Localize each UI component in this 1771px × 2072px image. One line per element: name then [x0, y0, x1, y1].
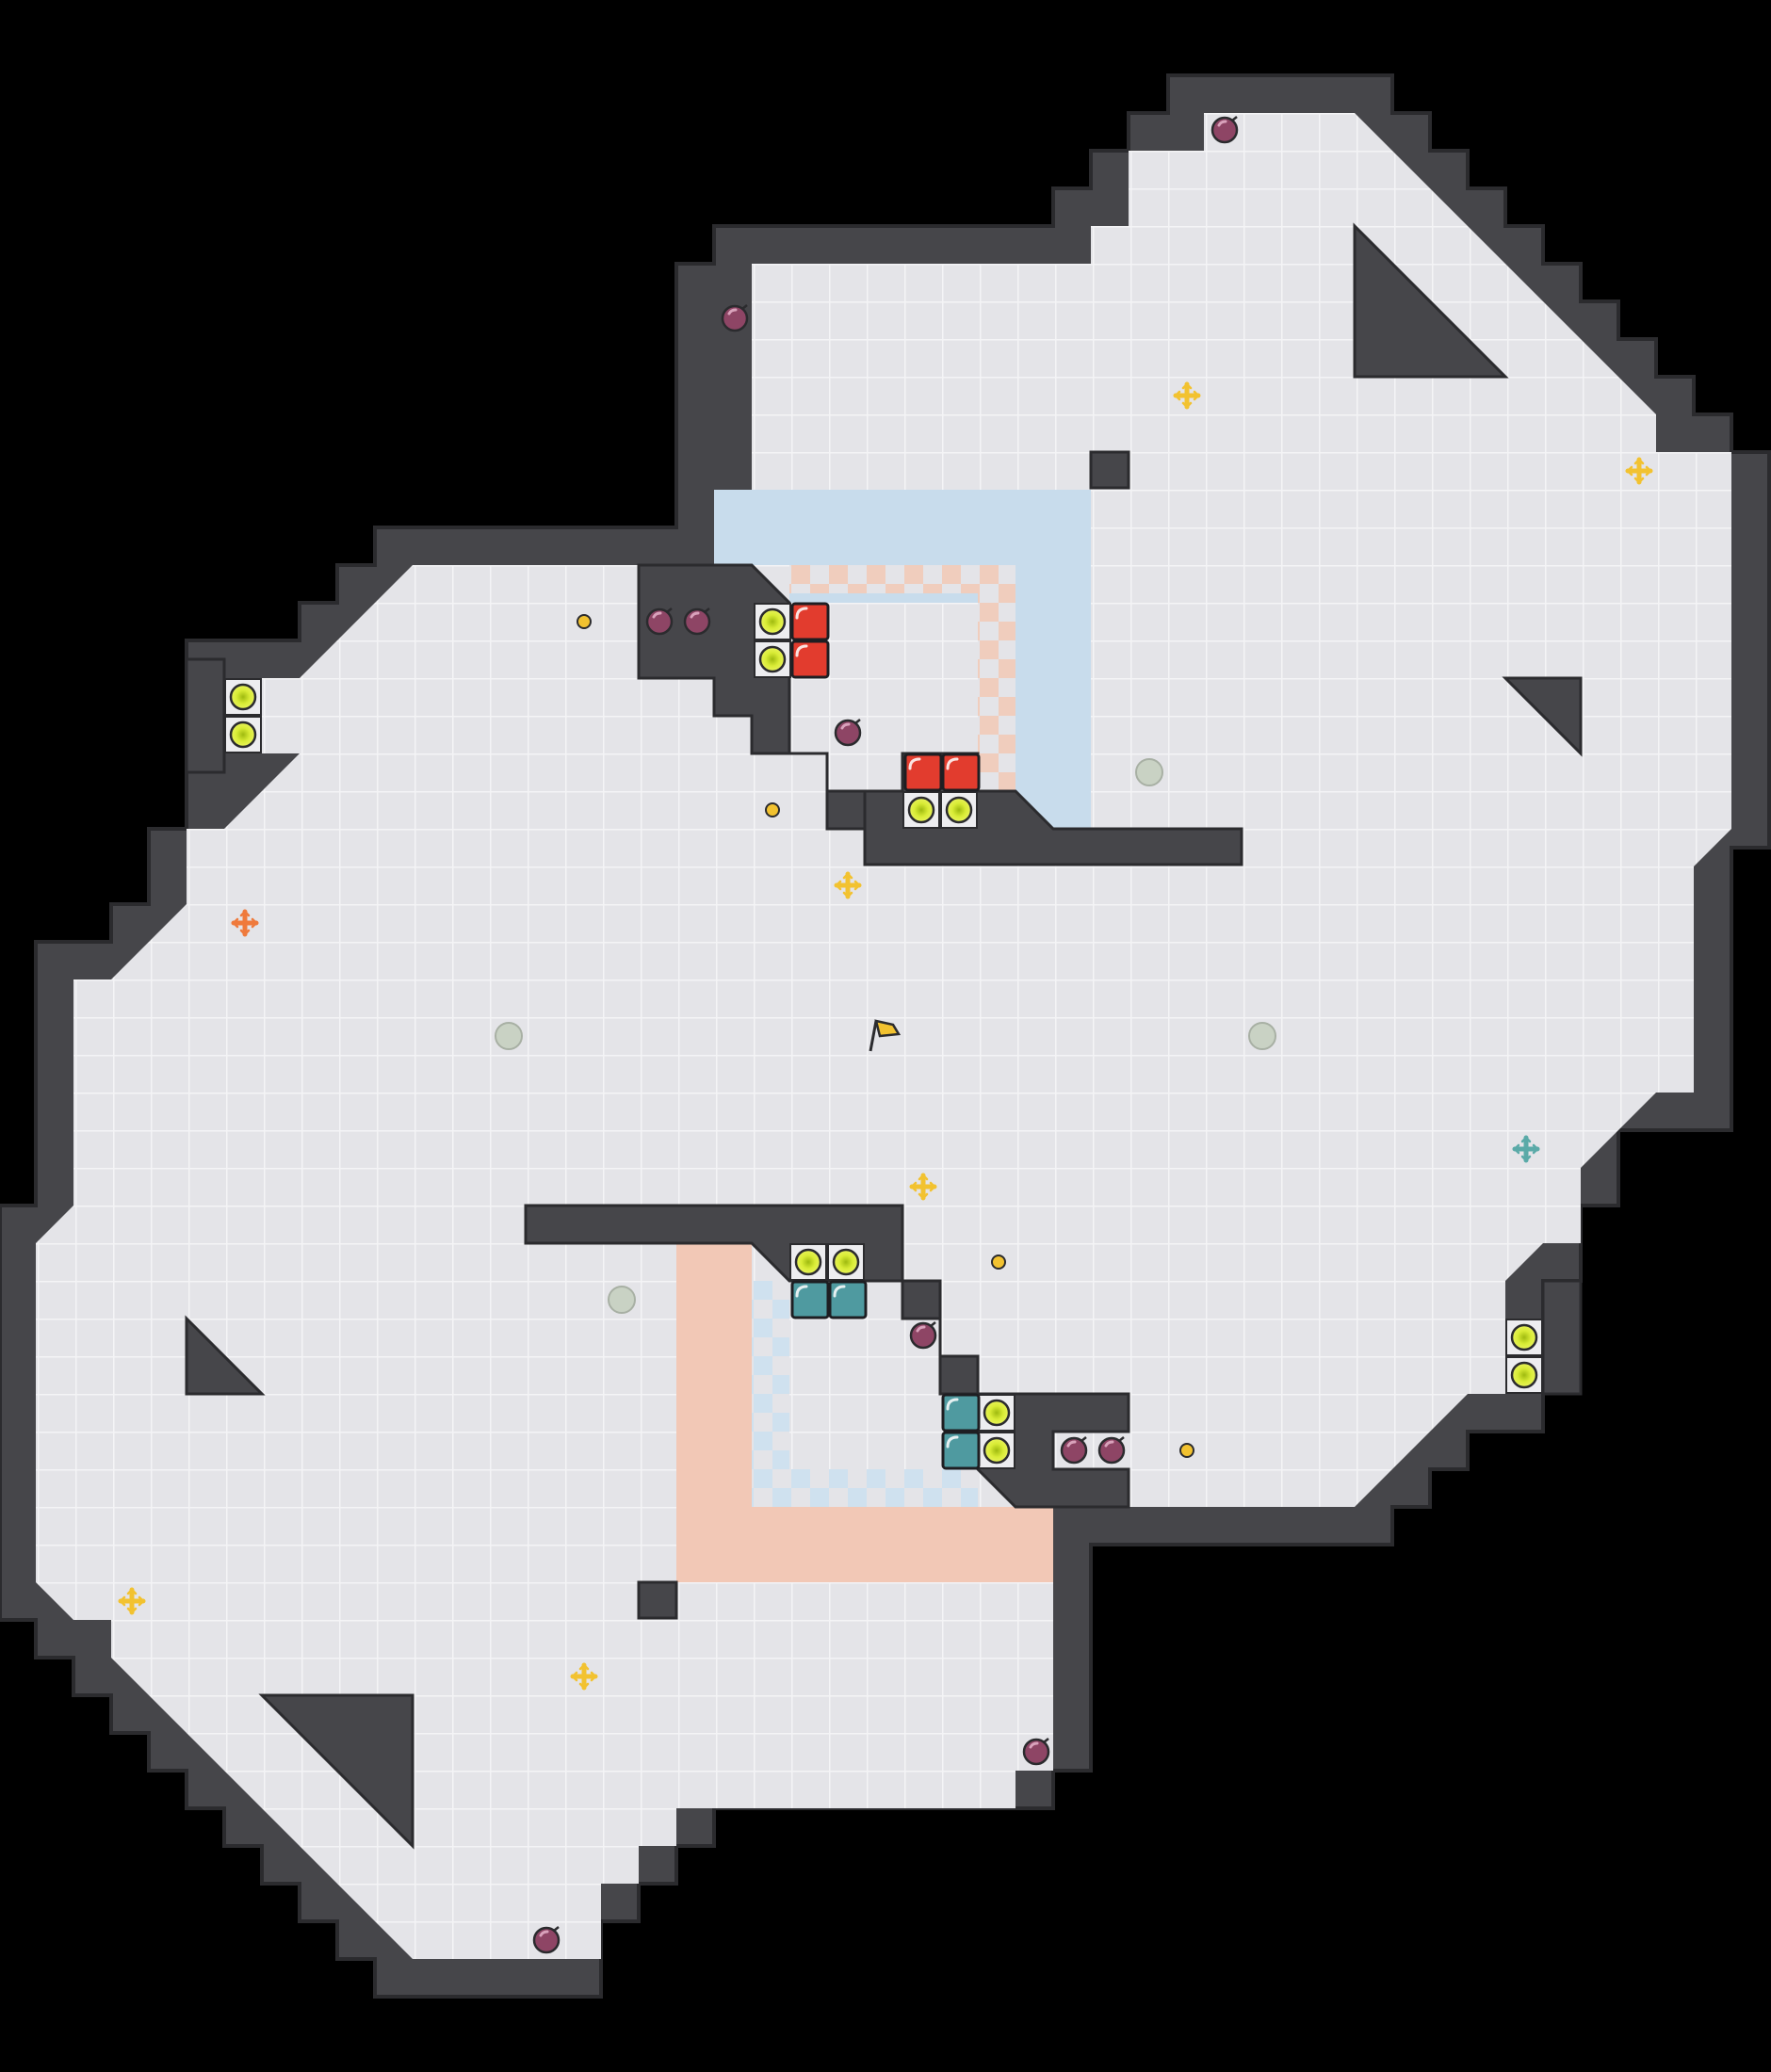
red-block[interactable] [941, 753, 981, 792]
spawn-cross-icon[interactable] [118, 1587, 146, 1615]
teal-block[interactable] [790, 1280, 830, 1319]
red-block[interactable] [790, 639, 830, 679]
ghost-spot [495, 1022, 523, 1050]
green-orb-icon[interactable] [902, 791, 940, 829]
green-orb-icon[interactable] [754, 640, 791, 678]
bomb-icon[interactable] [1210, 116, 1239, 144]
green-orb-icon[interactable] [978, 1432, 1015, 1469]
red-zone-lower [676, 1243, 1053, 1582]
green-orb-icon[interactable] [978, 1394, 1015, 1432]
bomb-icon[interactable] [721, 304, 749, 332]
bomb-icon[interactable] [1060, 1436, 1088, 1465]
color-blocks [790, 602, 981, 1470]
bomb-icon[interactable] [909, 1321, 937, 1350]
red-block[interactable] [790, 602, 830, 641]
ghost-spots [495, 758, 1276, 1314]
coins [577, 614, 1194, 1458]
green-orb-icon[interactable] [1505, 1319, 1543, 1356]
red-block[interactable] [903, 753, 943, 792]
green-orb-icon[interactable] [224, 678, 262, 716]
green-orb-icon[interactable] [827, 1243, 865, 1281]
green-orb-icon[interactable] [1505, 1356, 1543, 1394]
green-orb-icon[interactable] [789, 1243, 827, 1281]
bomb-icon[interactable] [834, 719, 862, 747]
ghost-spot [1248, 1022, 1276, 1050]
green-orb-icon[interactable] [754, 603, 791, 640]
teal-block[interactable] [828, 1280, 868, 1319]
green-orb-icon[interactable] [940, 791, 978, 829]
spawn-cross-icon[interactable] [570, 1662, 598, 1691]
coin-icon[interactable] [577, 614, 592, 629]
green-orbs [224, 603, 1543, 1469]
spawn-markers [118, 381, 1653, 1691]
spawn-cross-icon[interactable] [1512, 1135, 1540, 1163]
coin-icon[interactable] [1179, 1443, 1194, 1458]
alcove-walls [185, 657, 1583, 1396]
teal-block[interactable] [941, 1393, 981, 1433]
spawn-cross-icon[interactable] [834, 871, 862, 899]
spawn-cross-icon[interactable] [231, 909, 259, 937]
coin-icon[interactable] [765, 802, 780, 817]
coin-icon[interactable] [991, 1255, 1006, 1270]
ghost-spot [1135, 758, 1163, 786]
bomb-icon[interactable] [683, 607, 711, 636]
bomb-icon[interactable] [1097, 1436, 1126, 1465]
green-orb-icon[interactable] [224, 716, 262, 753]
flag-icon[interactable] [869, 1019, 902, 1052]
teal-block[interactable] [941, 1431, 981, 1470]
bomb-icon[interactable] [532, 1926, 561, 1954]
ghost-spot [608, 1286, 636, 1314]
spawn-cross-icon[interactable] [1625, 457, 1653, 485]
bomb-icon[interactable] [1022, 1738, 1050, 1766]
spawn-cross-icon[interactable] [909, 1173, 937, 1201]
bomb-icon[interactable] [645, 607, 674, 636]
spawn-cross-icon[interactable] [1173, 381, 1201, 410]
bombs [532, 116, 1239, 1954]
blue-zone-upper [714, 490, 1091, 829]
